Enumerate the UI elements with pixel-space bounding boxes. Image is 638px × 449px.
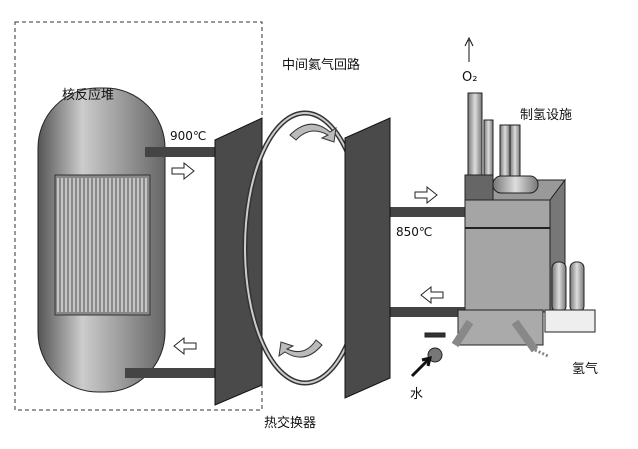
facility-label: 制氢设施 <box>520 108 573 123</box>
oxygen-arrow <box>464 36 474 62</box>
hydrogen-arrow <box>534 348 549 358</box>
water-label: 水 <box>410 387 424 402</box>
hot-pipes <box>125 147 465 378</box>
heat-exchanger-left <box>214 117 263 406</box>
water-arrow <box>410 355 433 378</box>
temp-out-label: 850℃ <box>396 225 433 239</box>
hydrogen-label: 氢气 <box>572 362 599 377</box>
heat-exchanger-label: 热交换器 <box>264 416 317 431</box>
temp-hot-label: 900℃ <box>170 129 207 143</box>
flow-arrows <box>171 161 444 356</box>
heat-exchanger-right <box>344 117 391 399</box>
reactor-label: 核反应堆 <box>62 88 115 103</box>
reactor-vessel <box>37 87 166 393</box>
oxygen-label: O₂ <box>462 70 478 85</box>
loop-arrow-top <box>289 123 337 143</box>
loop-arrow-bottom <box>278 339 323 358</box>
hydrogen-facility <box>424 92 596 363</box>
helium-loop-label: 中间氦气回路 <box>282 58 361 73</box>
